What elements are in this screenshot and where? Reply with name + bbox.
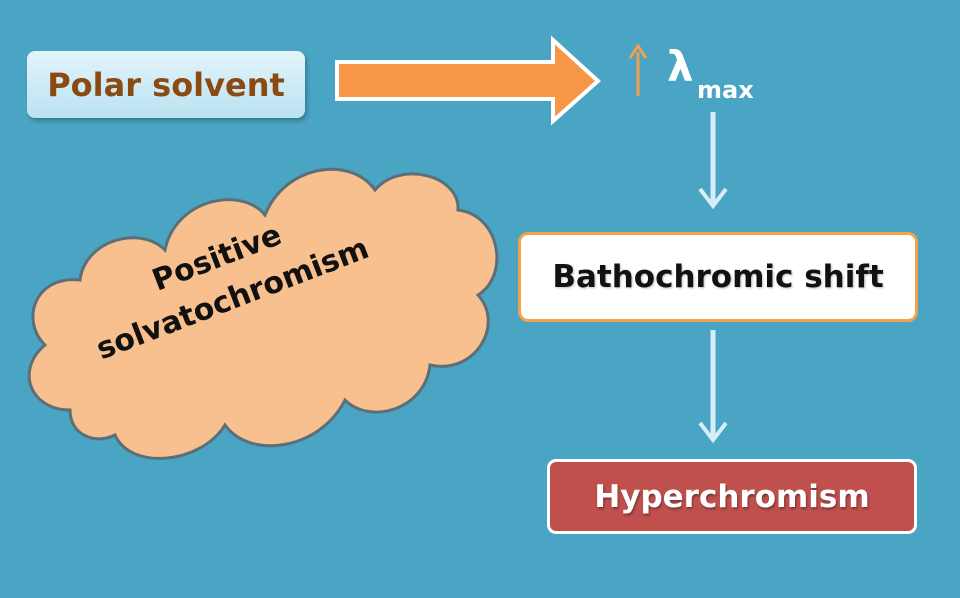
lambda-symbol: λ <box>667 42 694 91</box>
down-arrow-icon <box>698 112 728 210</box>
bathochromic-shift-label: Bathochromic shift <box>552 259 884 295</box>
polar-solvent-box: Polar solvent <box>27 51 305 118</box>
lambda-max-label: λ max <box>625 40 765 110</box>
lambda-subscript: max <box>697 76 754 104</box>
hyperchromism-label: Hyperchromism <box>594 478 870 515</box>
up-arrow-icon <box>628 43 648 96</box>
down-arrow-icon <box>698 330 728 444</box>
bathochromic-shift-box: Bathochromic shift <box>518 232 918 322</box>
big-right-arrow <box>335 35 601 126</box>
polar-solvent-label: Polar solvent <box>47 65 285 104</box>
hyperchromism-box: Hyperchromism <box>547 459 917 534</box>
cloud-shape <box>27 167 499 460</box>
